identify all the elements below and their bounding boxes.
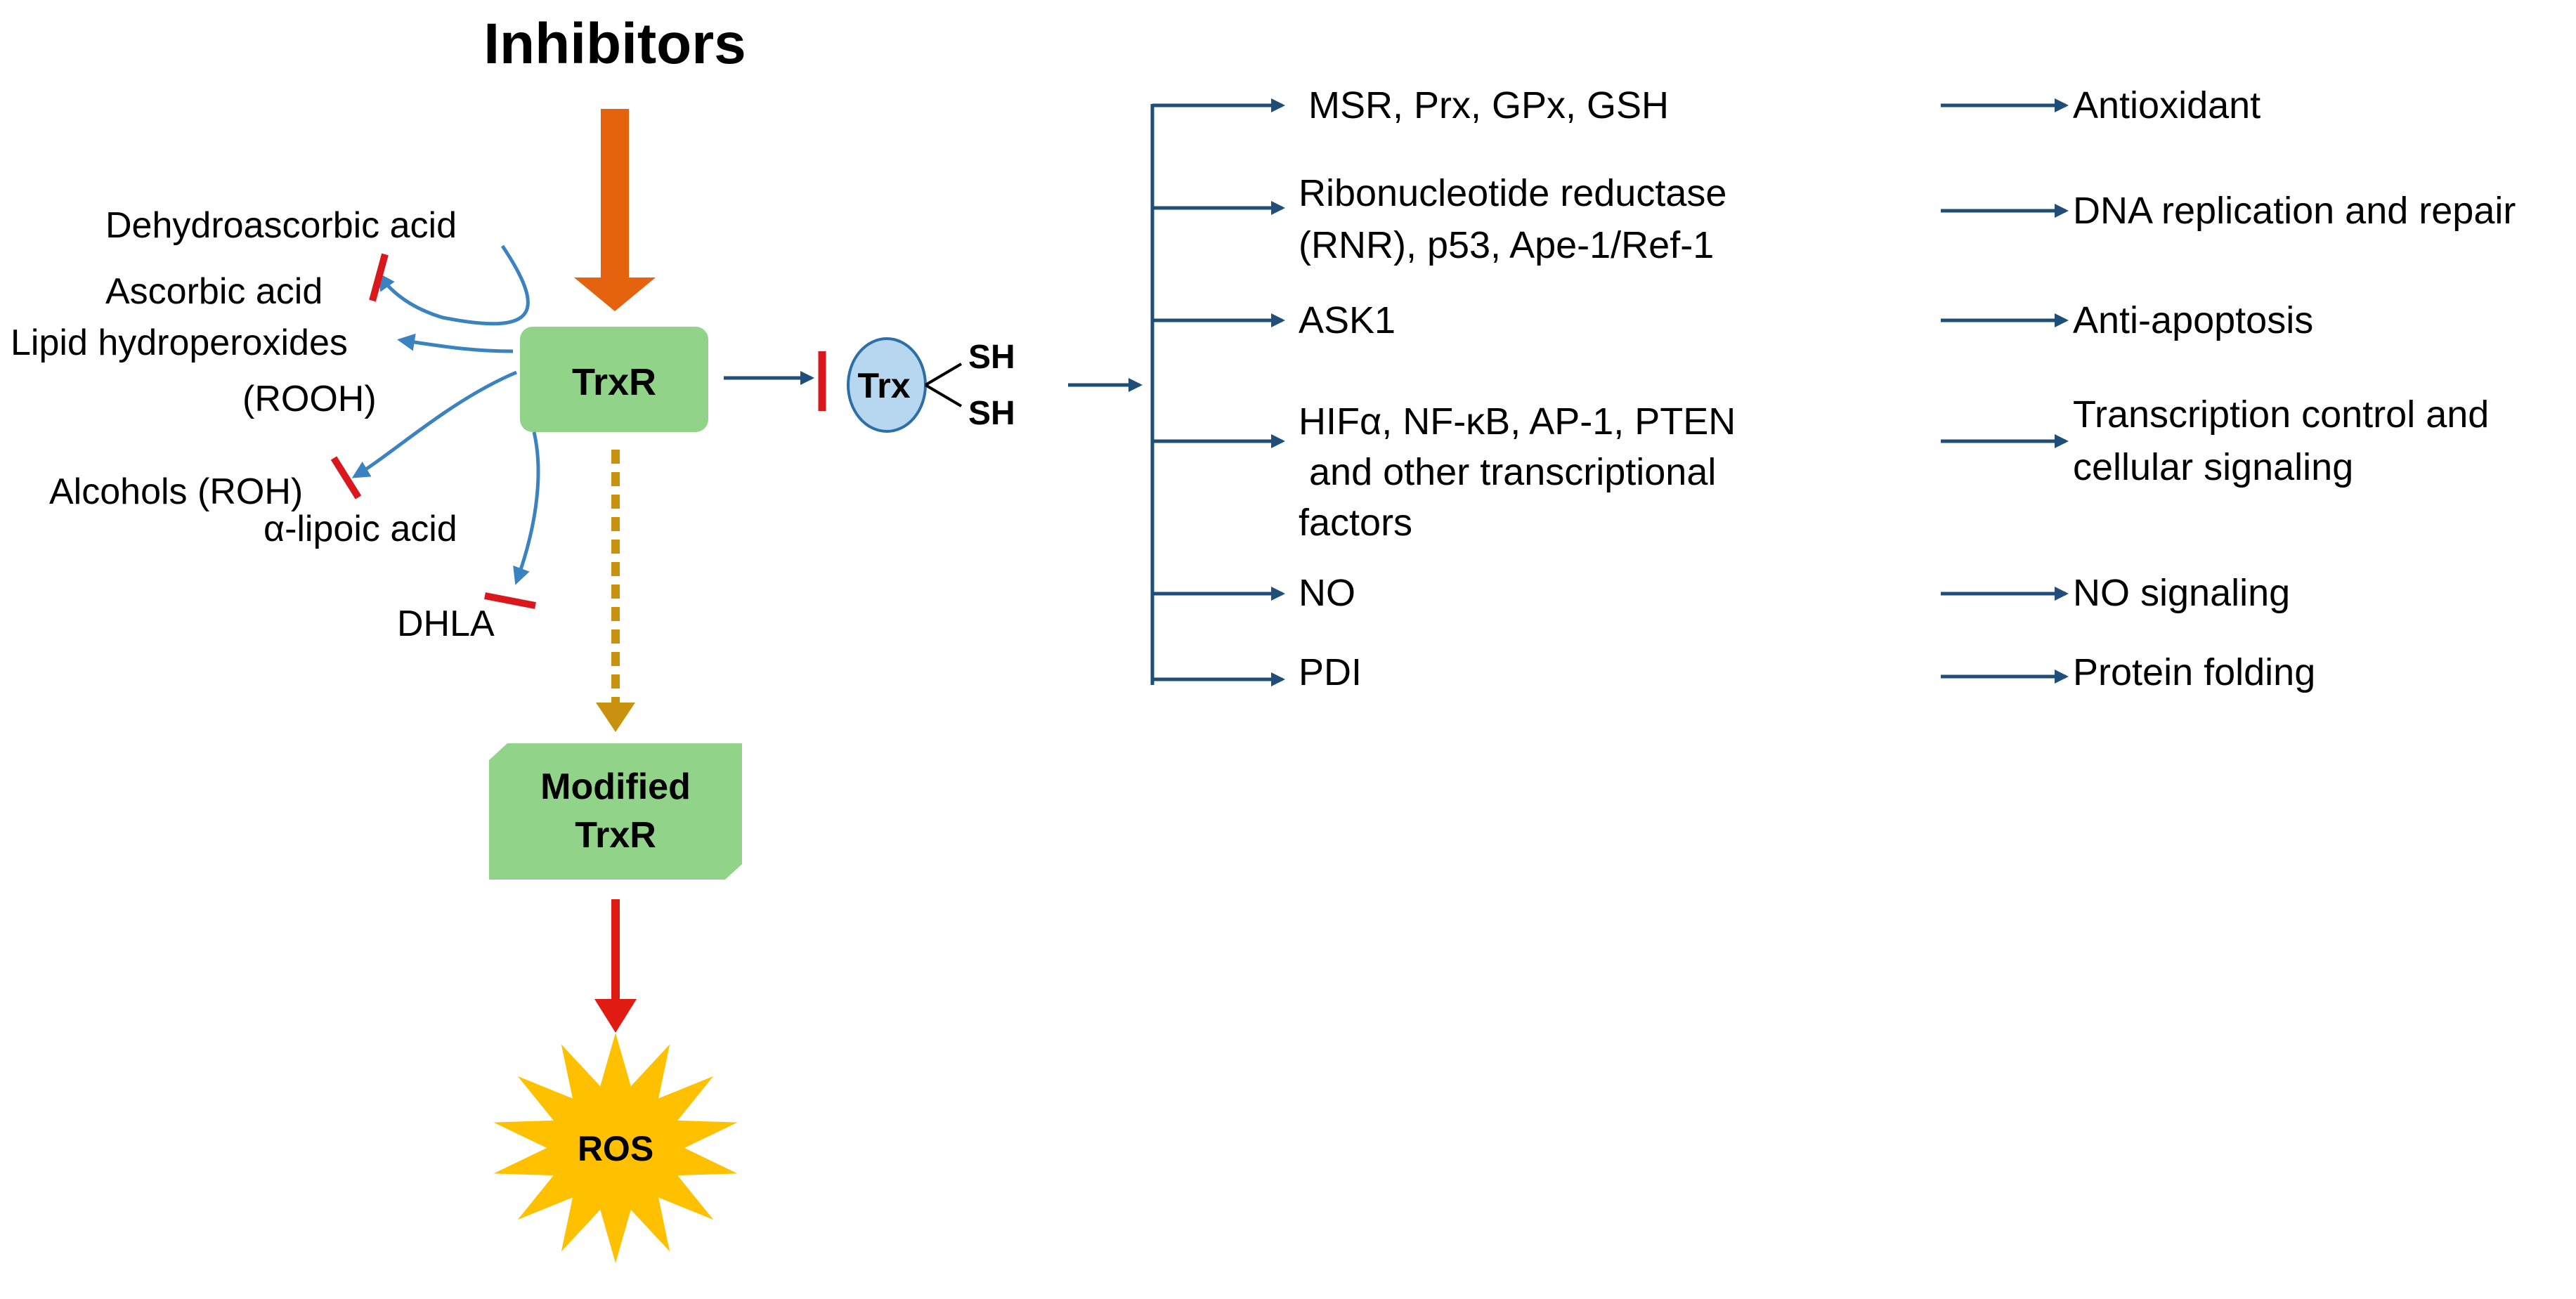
arrow-dehydroascorbic-to-ascorbic (377, 244, 530, 326)
function-transcription-line1: Transcription control and (2073, 393, 2489, 436)
trx-label: Trx (857, 366, 910, 405)
inhibition-bar-alcohols (330, 456, 362, 500)
ros-starburst (493, 1033, 738, 1263)
trxr-modification-arrowhead (596, 703, 635, 732)
function-dna-replication: DNA replication and repair (2073, 190, 2516, 232)
modified-trxr-label-line2: TrxR (575, 815, 656, 856)
thiol-bond-bottom (924, 384, 963, 407)
modified-trxr-label-line1: Modified (540, 766, 691, 807)
substrate-dehydroascorbic-acid: Dehydroascorbic acid (105, 205, 457, 246)
function-protein-folding: Protein folding (2073, 651, 2315, 693)
target-tf-line1: HIFα, NF-κB, AP-1, PTEN (1299, 400, 1736, 443)
substrate-ascorbic-acid: Ascorbic acid (105, 271, 323, 312)
inhibition-bar-dhla (484, 592, 536, 609)
target-pdi: PDI (1299, 651, 1362, 693)
trxr-box (520, 327, 708, 432)
target-no: NO (1299, 572, 1355, 614)
function-transcription-line2: cellular signaling (2073, 446, 2353, 488)
target-rnr-line2: (RNR), p53, Ape-1/Ref-1 (1299, 224, 1714, 266)
substrate-dhla: DHLA (397, 603, 495, 644)
trxr-label: TrxR (572, 361, 656, 403)
thiol-sh-top: SH (968, 339, 1015, 376)
arrow-alpha-lipoic-to-dhla (513, 431, 540, 585)
function-no-signaling: NO signaling (2073, 572, 2290, 614)
arrow-to-alcohols (351, 370, 517, 478)
modified-trxr-box (489, 743, 742, 880)
inhibitor-arrow (574, 109, 656, 311)
thiol-bond-top (924, 363, 963, 386)
ros-label: ROS (578, 1129, 653, 1168)
target-ask1: ASK1 (1299, 299, 1396, 341)
substrate-alpha-lipoic-acid: α-lipoic acid (264, 509, 457, 549)
target-rnr-line1: Ribonucleotide reductase (1299, 172, 1726, 214)
function-antioxidant: Antioxidant (2073, 84, 2260, 126)
thiol-sh-bottom: SH (968, 395, 1015, 432)
inhibition-bar-ascorbic-acid (369, 253, 389, 302)
target-antioxidant-enzymes: MSR, Prx, GPx, GSH (1308, 84, 1669, 126)
target-tf-line3: factors (1299, 502, 1412, 544)
substrate-rooh: (ROOH) (242, 379, 377, 419)
modified-to-ros-arrowhead (594, 999, 637, 1033)
substrate-lipid-hydroperoxides: Lipid hydroperoxides (11, 322, 348, 363)
diagram-title: Inhibitors (483, 12, 746, 76)
arrow-lipid-hydroperoxides (397, 333, 514, 353)
substrate-alcohols: Alcohols (ROH) (49, 471, 303, 512)
target-tf-line2: and other transcriptional (1299, 451, 1716, 493)
function-anti-apoptosis: Anti-apoptosis (2073, 299, 2313, 341)
